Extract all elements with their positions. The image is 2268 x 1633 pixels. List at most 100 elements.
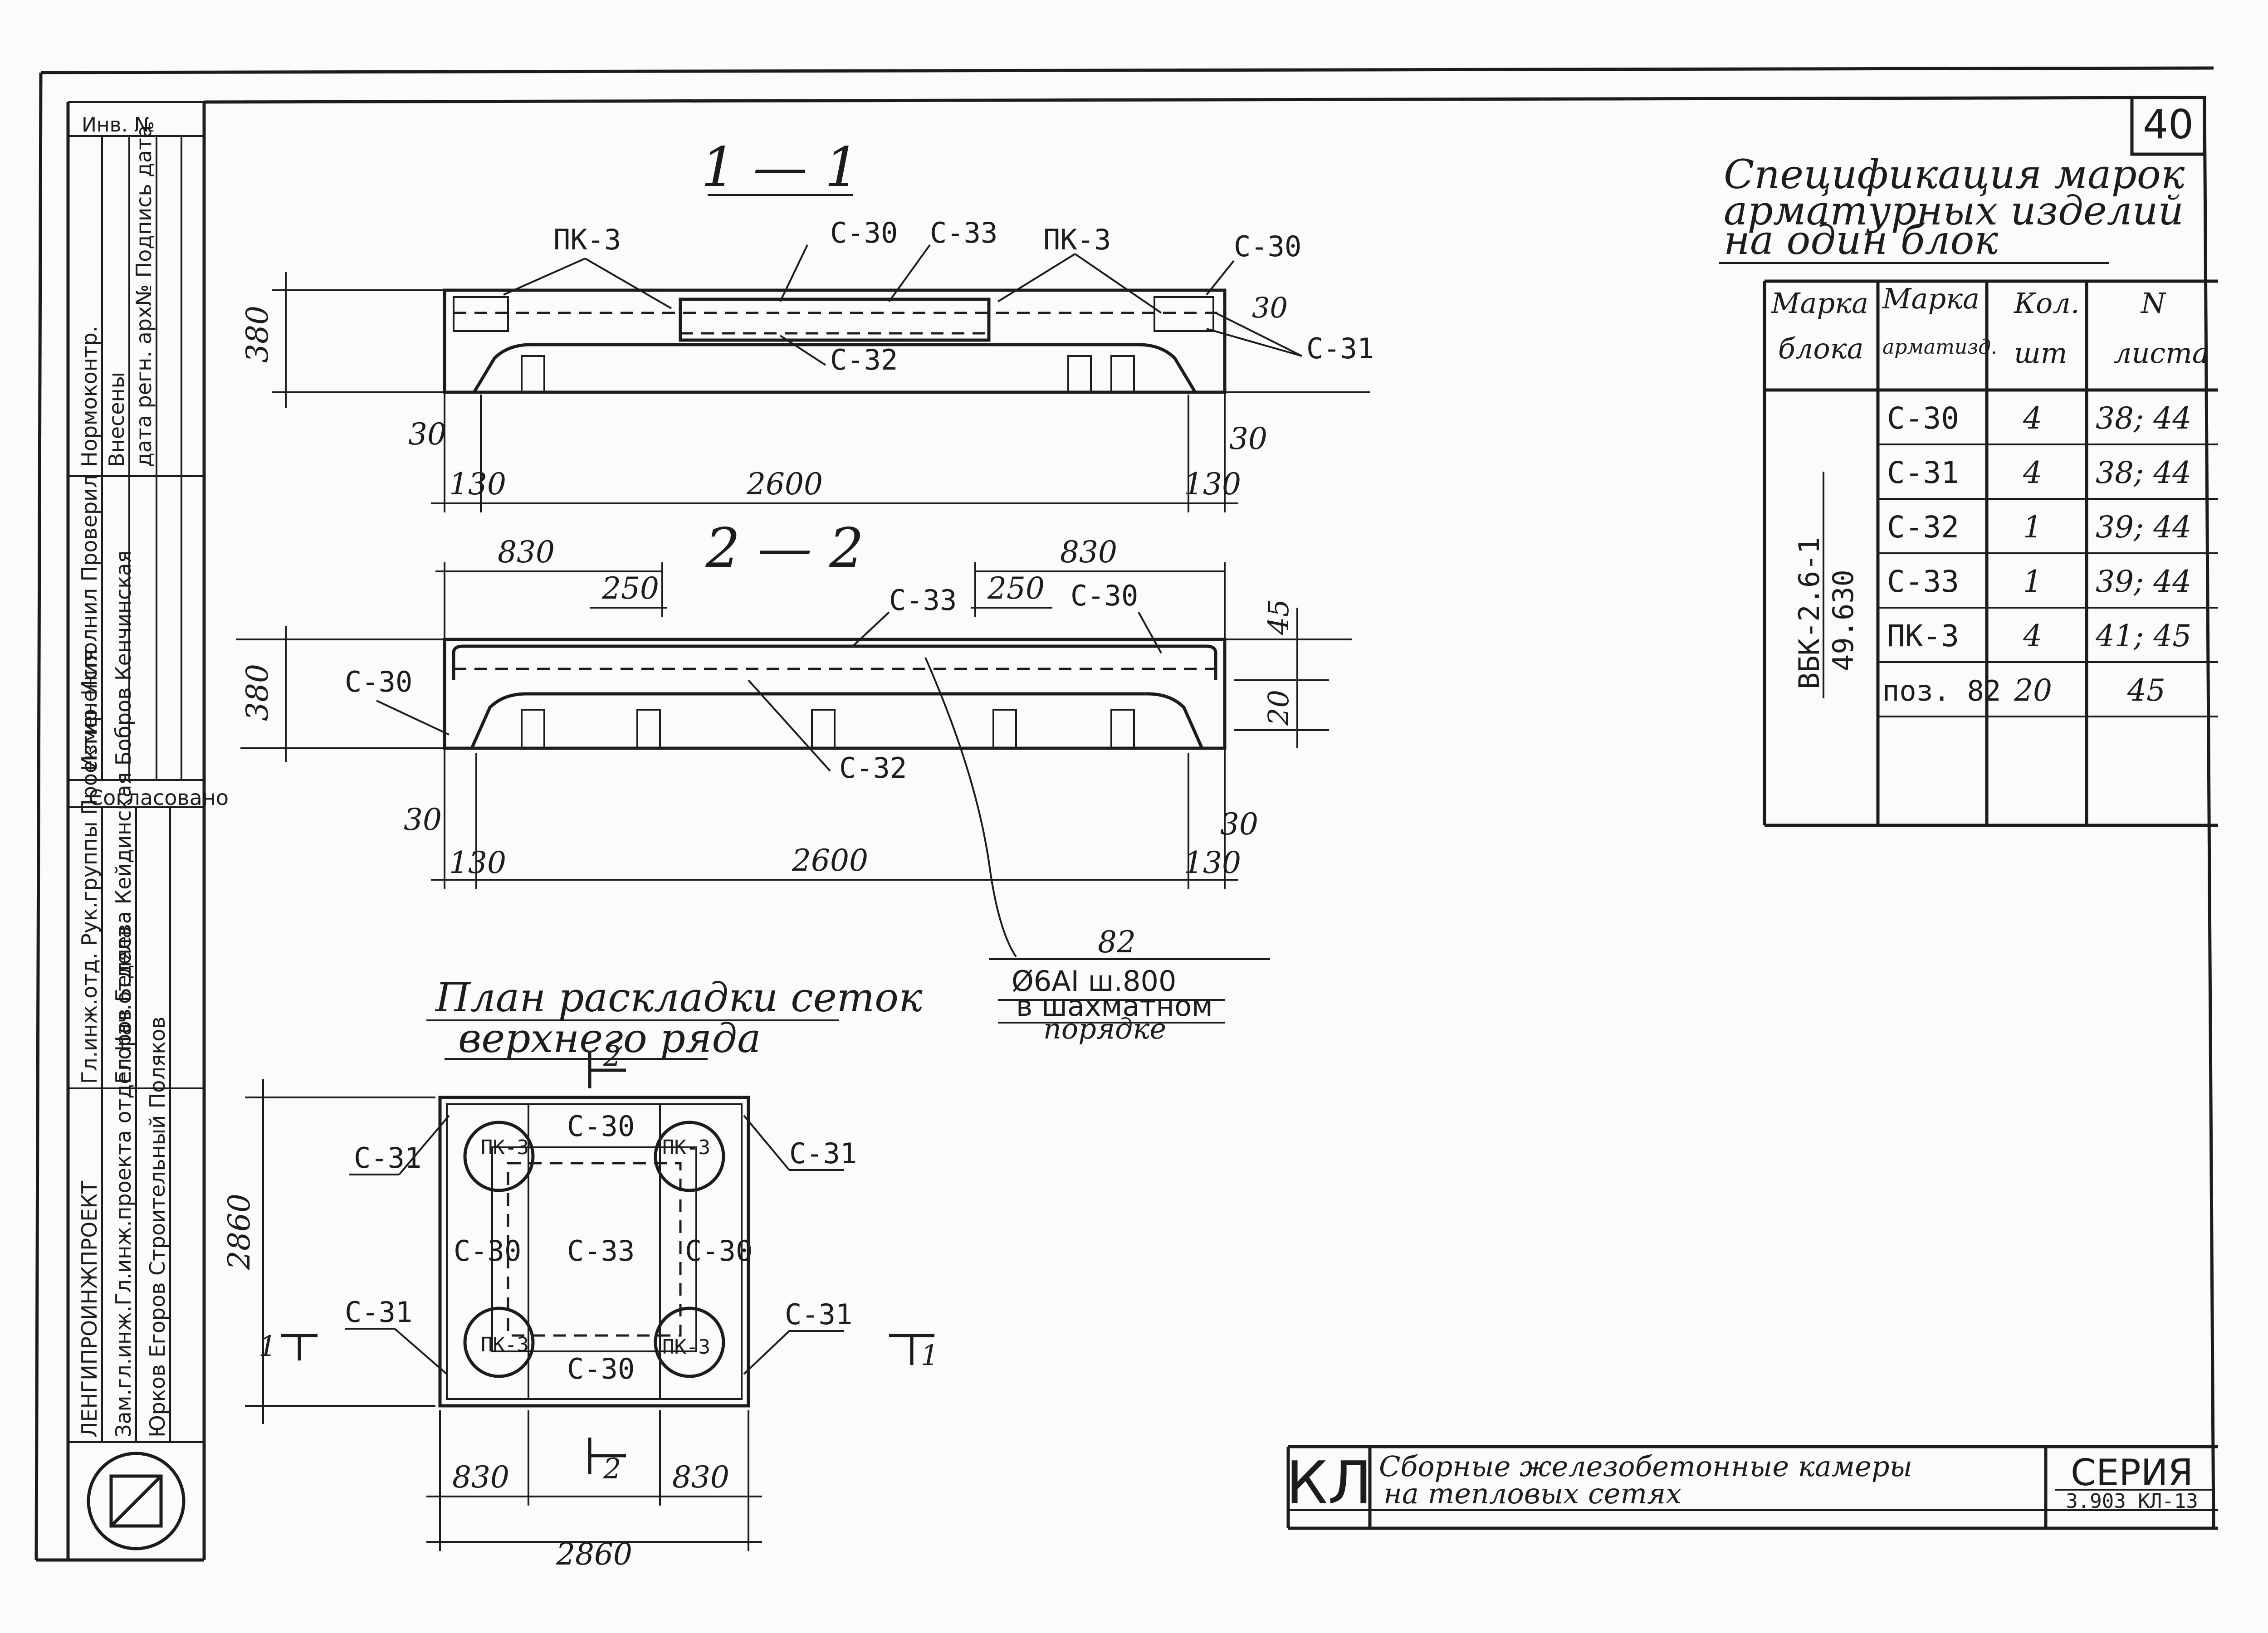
s22-dim-right-830: 830 [1060, 535, 1117, 570]
spec-row-1-qty: 4 [2023, 401, 2042, 436]
s22-label-c33: С-33 [889, 584, 957, 617]
s11-label-c31: С-31 [1306, 332, 1374, 365]
sheet-frame: 40 [34, 66, 2215, 1562]
spec-block-mark: ВБК-2.6-1 [1793, 537, 1826, 689]
spec-title-2: арматурных изделий [1724, 187, 2184, 234]
spec-row-3-qty: 1 [2023, 510, 2042, 545]
spec-title-1: Спецификация марок [1724, 151, 2185, 198]
plan-pk3-bl: ПК-3 [481, 1333, 529, 1356]
s11-dim-left-small: 30 [408, 417, 446, 452]
spec-row-1-sheet: 38; 44 [2096, 401, 2191, 436]
spec-row-2-qty: 4 [2023, 455, 2042, 490]
s11-label-c33: С-33 [930, 216, 997, 249]
spec-row-1-item: С-30 [1887, 401, 1959, 436]
spec-row-5-item: ПК-3 [1887, 619, 1959, 653]
s11-label-pk3-right: ПК-3 [1043, 223, 1111, 256]
stamp-inv: Инв. № [82, 113, 155, 136]
s11-dim-width: 2600 [746, 467, 823, 502]
spec-row-6-sheet: 45 [2127, 673, 2165, 708]
spec-h2b: арматизд. [1882, 336, 1997, 359]
spec-h3a: Кол. [2014, 287, 2080, 320]
stamp-changes-title: Изменения [77, 649, 102, 771]
spec-h4a: N [2140, 287, 2167, 320]
spec-row-5-qty: 4 [2023, 619, 2042, 653]
s11-label-pk3-left: ПК-3 [553, 223, 621, 256]
s11-label-c32: С-32 [830, 343, 898, 376]
spec-row-2-sheet: 38; 44 [2096, 455, 2191, 490]
callout-line-3: порядке [1043, 1012, 1166, 1045]
stamp-names2: Егоров Беляева Кейдинская Бобров Кенчинс… [111, 551, 136, 1084]
section-1-1: 1 — 1 ПК-3 С-30 С-33 ПК-3 С-30 С-31 С-32 [240, 136, 1374, 512]
stamp-roles: Зам.гл.инж.Гл.инж.проекта отдел Нач.отде… [111, 926, 136, 1438]
spec-row-6-item: поз. 82 [1882, 674, 2001, 707]
plan-title-2: верхнего ряда [458, 1015, 761, 1062]
spec-row-5-sheet: 41; 45 [2095, 619, 2191, 653]
plan-cut-1-left: 1 [259, 1330, 276, 1363]
plan-c30-top: С-30 [567, 1110, 635, 1143]
sheet-number: 40 [2143, 101, 2194, 148]
plan-cut-2-bottom: 2 [603, 1452, 621, 1485]
callout-number: 82 [1098, 925, 1136, 960]
spec-row-3-item: С-32 [1887, 510, 1959, 545]
section-2-2-title: 2 — 2 [705, 517, 864, 580]
title-line-2: на тепловых сетях [1383, 1477, 1681, 1510]
title-code: КЛ [1286, 1448, 1372, 1517]
s22-dim-right-130: 130 [1184, 845, 1241, 880]
s11-label-c30-mid: С-30 [830, 216, 898, 249]
plan-c30-bottom: С-30 [567, 1352, 635, 1385]
specification-table: Спецификация марок арматурных изделий на… [1719, 151, 2218, 827]
plan-cut-1-right: 1 [921, 1339, 938, 1372]
plan-pk3-br: ПК-3 [662, 1336, 710, 1359]
spec-row-4-sheet: 39; 44 [2096, 564, 2191, 599]
plan-title-1: План раскладки сеток [435, 974, 923, 1021]
s22-dim-top-45: 45 [1262, 599, 1295, 635]
stamp-org: ЛЕНГИПРОИНЖПРОЕКТ [77, 1180, 102, 1438]
spec-row-6-qty: 20 [2014, 673, 2052, 708]
s22-dim-left-130: 130 [449, 845, 506, 880]
s22-dim-width: 2600 [792, 843, 868, 878]
spec-h3b: шт [2014, 336, 2068, 370]
plan-pk3-tl: ПК-3 [481, 1136, 529, 1159]
plan-dim-width: 2860 [556, 1537, 632, 1572]
spec-row-4-qty: 1 [2023, 564, 2042, 599]
plan-dim-left-830: 830 [452, 1460, 509, 1495]
org-logo-icon [87, 1452, 186, 1550]
s22-dim-left-250: 250 [601, 571, 659, 606]
callout-line-2: в шахматном [1016, 990, 1213, 1023]
s11-dim-right-small: 30 [1229, 421, 1267, 456]
s22-dim-right-20: 20 [1262, 690, 1295, 726]
stamp-roles2: Гл.инж.отд. Рук.группы Проектир. Исполни… [77, 475, 102, 1084]
spec-title-3: на один блок [1724, 217, 1998, 263]
title-line-1: Сборные железобетонные камеры [1379, 1450, 1912, 1483]
spec-h2a: Марка [1882, 282, 1980, 315]
stamp-agreed: Согласовано [88, 785, 229, 810]
s11-dim-left-gap: 130 [449, 467, 506, 502]
s22-dim-right-250: 250 [987, 571, 1045, 606]
plan-c30-right: С-30 [685, 1234, 753, 1267]
plan-dim-right-830: 830 [672, 1460, 729, 1495]
plan-view: План раскладки сеток верхнего ряда 2 ПК-… [222, 974, 938, 1572]
spec-h1b: блока [1778, 332, 1864, 365]
left-stamp: Инв. № Нормоконтр. Внесены дата регн. ар… [68, 101, 229, 1550]
title-block: КЛ Сборные железобетонные камеры на тепл… [1286, 1445, 2218, 1530]
spec-row-3-sheet: 39; 44 [2096, 510, 2191, 545]
plan-c31-br: С-31 [785, 1298, 852, 1331]
plan-cut-2-top: 2 [603, 1039, 621, 1072]
section-1-1-title: 1 — 1 [701, 136, 860, 199]
plan-pk3-tr: ПК-3 [662, 1136, 710, 1159]
stamp-changes-3: Нормоконтр. [77, 326, 102, 467]
s11-dim-depth: 30 [1252, 291, 1288, 324]
s22-dim-left-30: 30 [404, 802, 442, 837]
s22-label-c30-top: С-30 [1070, 579, 1138, 612]
plan-c30-left: С-30 [454, 1234, 521, 1267]
plan-c31-bl: С-31 [345, 1296, 412, 1329]
s22-dim-right-30: 30 [1220, 807, 1258, 842]
s22-label-c32: С-32 [839, 751, 907, 785]
s11-dim-right-gap: 130 [1184, 467, 1241, 502]
stamp-changes-cols: дата регн. арх№ Подпись дата [132, 125, 156, 467]
spec-h1a: Марка [1771, 287, 1868, 320]
s11-dim-height: 380 [240, 306, 275, 363]
plan-c33: С-33 [567, 1234, 635, 1267]
